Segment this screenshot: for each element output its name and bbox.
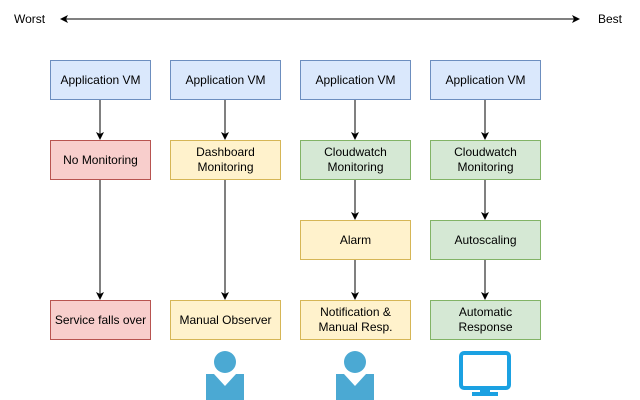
manual-observer-box: Manual Observer <box>170 300 281 340</box>
best-label: Best <box>598 12 623 26</box>
notification-manual-response-box: Notification & Manual Resp. <box>300 300 411 340</box>
application-vm-box: Application VM <box>170 60 281 100</box>
cloudwatch-monitoring-box: Cloudwatch Monitoring <box>300 140 411 180</box>
worst-best-scale-arrow <box>60 15 580 23</box>
person-icon <box>336 351 374 400</box>
automatic-response-box: Automatic Response <box>430 300 541 340</box>
alarm-box: Alarm <box>300 220 411 260</box>
worst-label: Worst <box>14 12 46 26</box>
scale-left-arrowhead <box>60 15 68 23</box>
application-vm-box: Application VM <box>300 60 411 100</box>
scale-right-arrowhead <box>572 15 580 23</box>
application-vm-box: Application VM <box>50 60 151 100</box>
person-icon <box>206 351 244 400</box>
dashboard-monitoring-box: Dashboard Monitoring <box>170 140 281 180</box>
autoscaling-box: Autoscaling <box>430 220 541 260</box>
no-monitoring-box: No Monitoring <box>50 140 151 180</box>
application-vm-box: Application VM <box>430 60 541 100</box>
monitor-icon <box>459 351 511 396</box>
service-falls-over-box: Service falls over <box>50 300 151 340</box>
cloudwatch-monitoring-box: Cloudwatch Monitoring <box>430 140 541 180</box>
